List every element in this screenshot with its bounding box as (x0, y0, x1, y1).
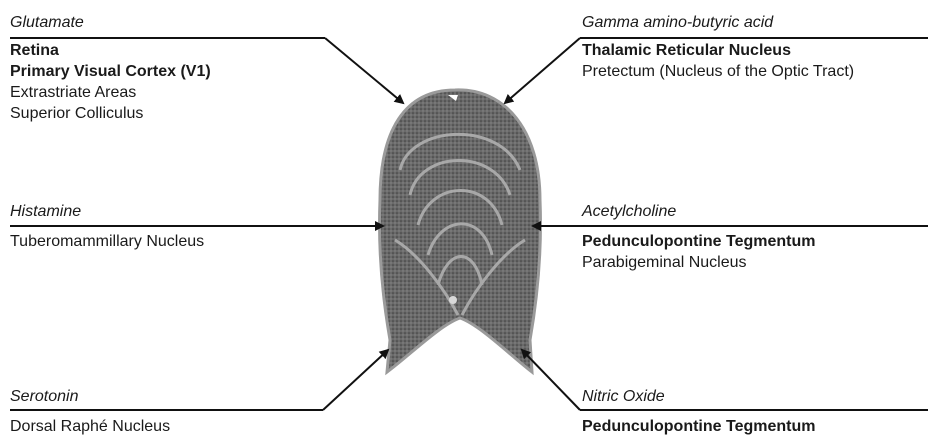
histamine-region: Tuberomammillary Nucleus (10, 231, 204, 252)
nitric-oxide-region: Pedunculopontine Tegmentum (582, 416, 815, 437)
glutamate-region: Primary Visual Cortex (V1) (10, 61, 211, 82)
nitric-oxide-title: Nitric Oxide (582, 387, 815, 407)
acetylcholine-region: Parabigeminal Nucleus (582, 252, 815, 273)
tissue-slice-image (380, 90, 541, 372)
serotonin-group: Serotonin Dorsal Raphé Nucleus (10, 387, 170, 437)
histamine-title: Histamine (10, 202, 204, 222)
acetylcholine-group: Acetylcholine Pedunculopontine Tegmentum… (582, 202, 815, 273)
glutamate-region: Extrastriate Areas (10, 82, 211, 103)
acetylcholine-region: Pedunculopontine Tegmentum (582, 231, 815, 252)
glutamate-region: Superior Colliculus (10, 103, 211, 124)
gaba-region: Thalamic Reticular Nucleus (582, 40, 854, 61)
gaba-group: Gamma amino-butyric acid Thalamic Reticu… (582, 13, 854, 82)
glutamate-group: Glutamate Retina Primary Visual Cortex (… (10, 13, 211, 124)
histamine-group: Histamine Tuberomammillary Nucleus (10, 202, 204, 252)
glutamate-title: Glutamate (10, 13, 211, 33)
acetylcholine-title: Acetylcholine (582, 202, 815, 222)
gaba-title: Gamma amino-butyric acid (582, 13, 854, 33)
serotonin-region: Dorsal Raphé Nucleus (10, 416, 170, 437)
nitric-oxide-group: Nitric Oxide Pedunculopontine Tegmentum (582, 387, 815, 437)
glutamate-region: Retina (10, 40, 211, 61)
gaba-region: Pretectum (Nucleus of the Optic Tract) (582, 61, 854, 82)
serotonin-title: Serotonin (10, 387, 170, 407)
